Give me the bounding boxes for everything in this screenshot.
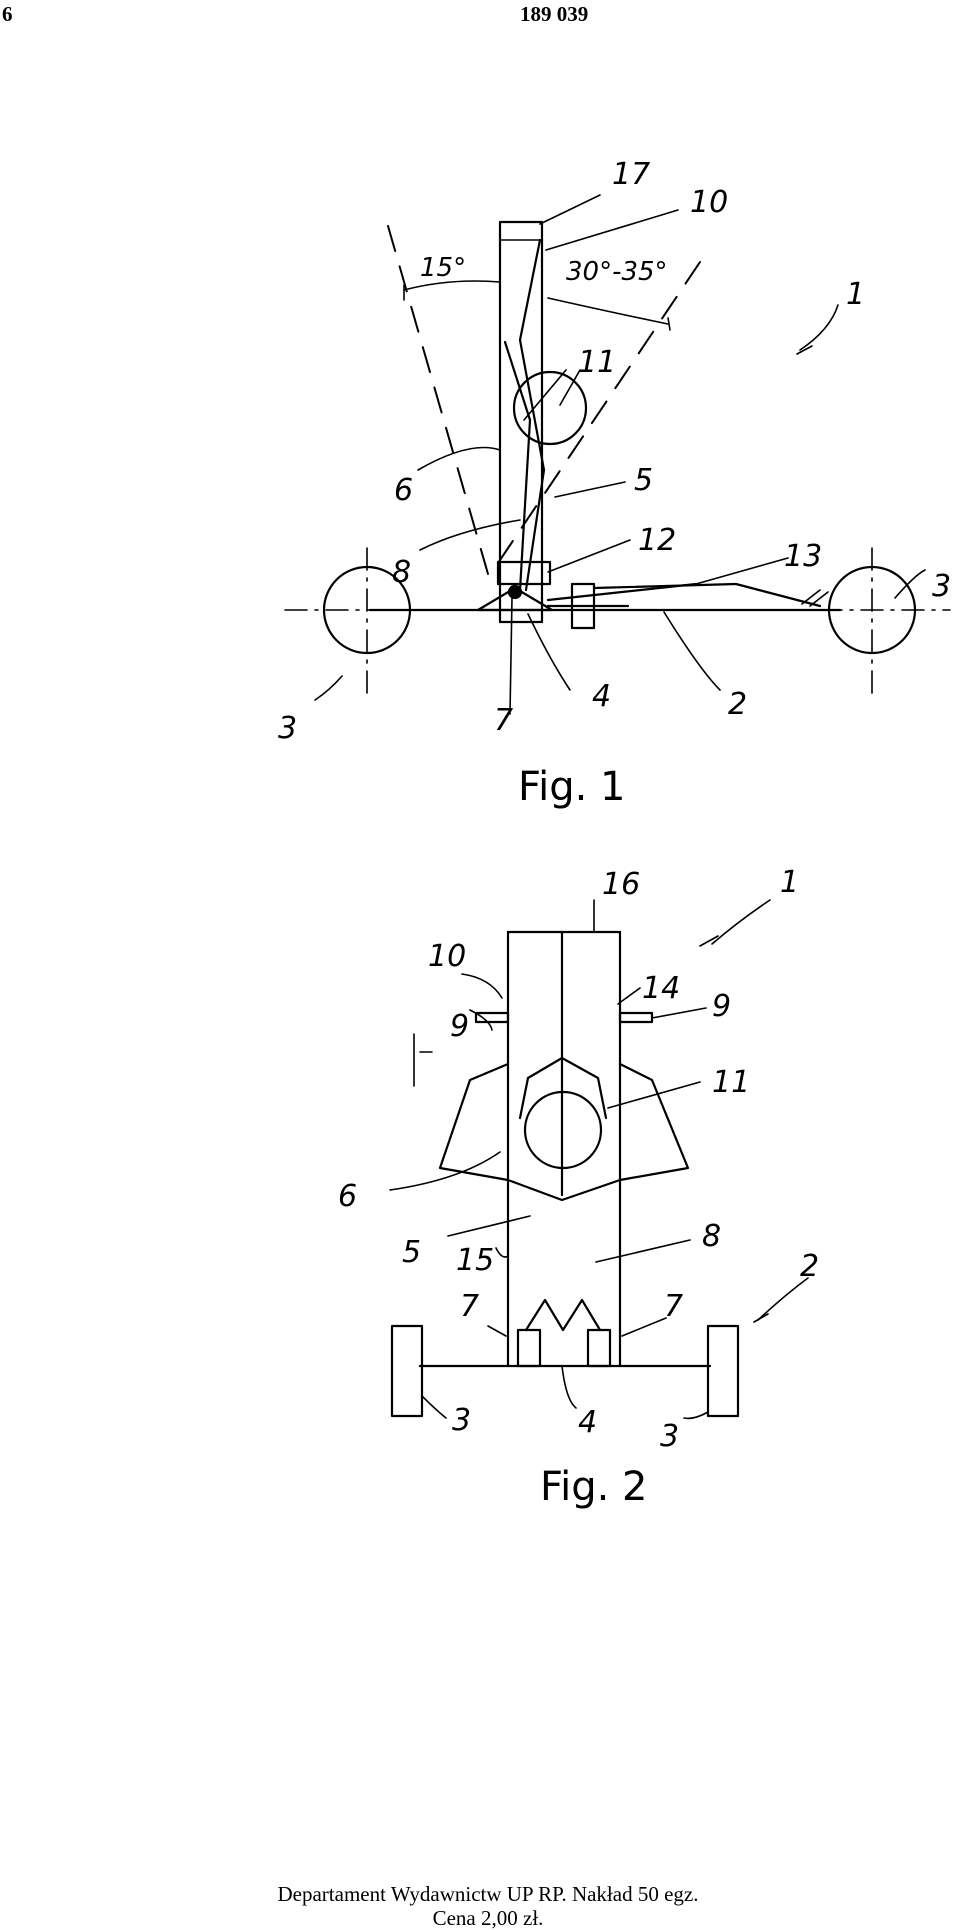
svg-text:10: 10 (428, 939, 466, 974)
svg-text:5: 5 (402, 1235, 421, 1270)
svg-text:7: 7 (494, 703, 513, 738)
svg-text:1: 1 (780, 865, 799, 900)
figure-1: 17 10 1 11 6 5 8 12 13 3 3 7 4 2 15° 30°… (278, 157, 951, 810)
svg-text:11: 11 (712, 1065, 750, 1100)
svg-text:6: 6 (394, 473, 413, 508)
svg-text:9: 9 (712, 989, 731, 1024)
svg-text:9: 9 (450, 1009, 469, 1044)
footer-publisher: Departament Wydawnictw UP RP. Nakład 50 … (277, 1882, 699, 1906)
svg-text:15: 15 (456, 1243, 494, 1278)
fig1-angle-right: 30°-35° (566, 257, 668, 287)
svg-text:12: 12 (638, 523, 676, 558)
fig1-caption: Fig. 1 (518, 764, 625, 810)
svg-text:1: 1 (846, 277, 865, 312)
svg-text:7: 7 (664, 1289, 683, 1324)
svg-text:3: 3 (278, 711, 297, 746)
svg-text:5: 5 (634, 463, 653, 498)
svg-text:17: 17 (612, 157, 650, 192)
footer-price: Cena 2,00 zł. (432, 1906, 544, 1930)
patent-number: 189 039 (520, 2, 589, 26)
page-number: 6 (2, 2, 13, 26)
svg-text:13: 13 (784, 539, 822, 574)
fig2-caption: Fig. 2 (540, 1464, 647, 1510)
svg-text:3: 3 (932, 569, 951, 604)
svg-text:8: 8 (392, 555, 411, 590)
svg-text:16: 16 (602, 867, 640, 902)
svg-text:4: 4 (578, 1405, 597, 1440)
svg-text:3: 3 (660, 1419, 679, 1454)
svg-text:4: 4 (592, 679, 611, 714)
figure-2: 16 1 10 14 9 9 11 6 5 8 15 7 7 2 3 4 3 F… (338, 865, 819, 1510)
svg-text:8: 8 (702, 1219, 721, 1254)
fig1-angle-left: 15° (420, 253, 466, 283)
svg-text:2: 2 (800, 1249, 819, 1284)
svg-text:7: 7 (460, 1289, 479, 1324)
svg-text:10: 10 (690, 185, 728, 220)
svg-text:11: 11 (578, 345, 616, 380)
svg-text:2: 2 (728, 687, 747, 722)
svg-text:14: 14 (642, 971, 680, 1006)
svg-text:3: 3 (452, 1403, 471, 1438)
svg-text:6: 6 (338, 1179, 357, 1214)
